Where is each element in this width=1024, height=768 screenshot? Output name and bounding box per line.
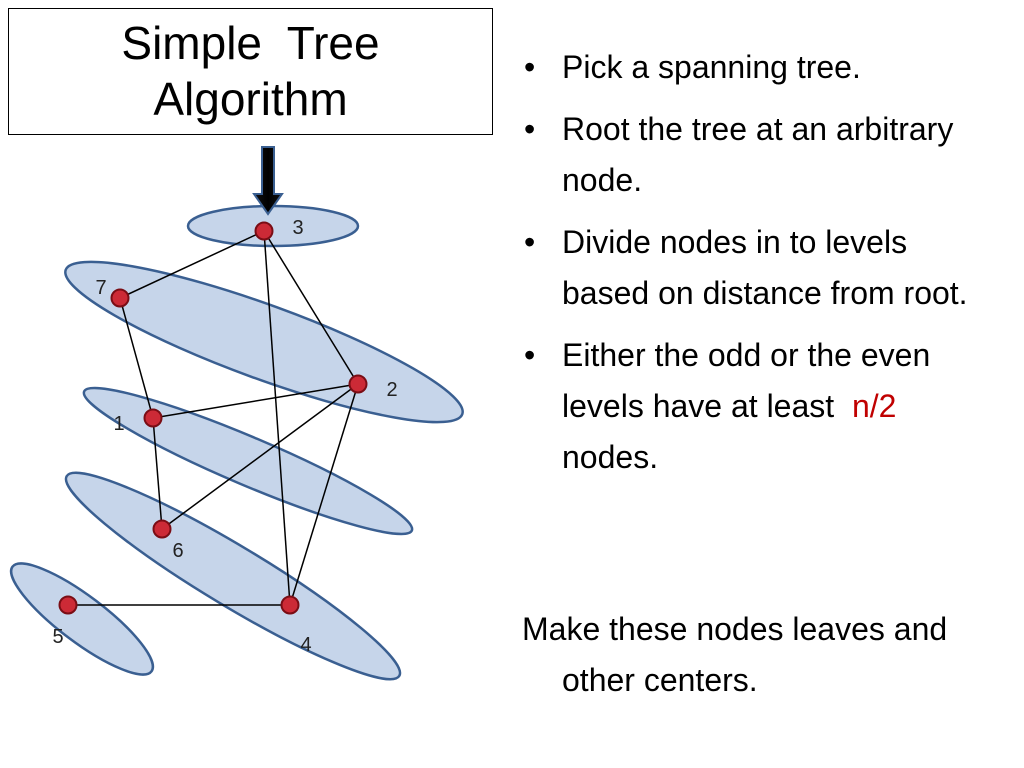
level-ellipse-5 bbox=[9, 562, 155, 676]
tree-diagram: 3 7 2 1 6 5 4 bbox=[9, 146, 464, 681]
slide-title: Simple Tree Algorithm bbox=[8, 8, 493, 135]
edge-7-1 bbox=[119, 297, 154, 419]
bullet-list: Pick a spanning tree. Root the tree at a… bbox=[522, 42, 992, 494]
node-label-5: 5 bbox=[52, 626, 63, 648]
node-label-2: 2 bbox=[386, 379, 397, 401]
node-label-4: 4 bbox=[300, 634, 311, 656]
edge-3-4 bbox=[263, 230, 291, 606]
edge-2-4 bbox=[289, 383, 359, 606]
node-6 bbox=[152, 519, 172, 539]
node-7 bbox=[110, 288, 130, 308]
node-labels: 3 7 2 1 6 5 4 bbox=[52, 217, 397, 656]
n-half-highlight: n/2 bbox=[851, 388, 897, 424]
root-pointer-arrow bbox=[252, 146, 284, 216]
level-ellipses bbox=[9, 204, 464, 681]
edge-3-7 bbox=[119, 230, 265, 299]
graph-nodes bbox=[58, 221, 368, 615]
edge-2-6 bbox=[161, 383, 359, 530]
node-3 bbox=[254, 221, 274, 241]
edge-1-2 bbox=[152, 383, 359, 419]
node-1 bbox=[143, 408, 163, 428]
bullet-item: Pick a spanning tree. bbox=[522, 42, 992, 93]
level-ellipse-3 bbox=[186, 204, 360, 248]
level-ellipse-1 bbox=[82, 386, 414, 536]
node-4 bbox=[280, 595, 300, 615]
bullet-item: Root the tree at an arbitrary node. bbox=[522, 104, 992, 206]
title-line-1: Simple Tree bbox=[121, 17, 380, 70]
title-line-2: Algorithm bbox=[153, 72, 348, 125]
edge-3-2 bbox=[263, 230, 359, 385]
node-2 bbox=[348, 374, 368, 394]
closing-statement: Make these nodes leaves and other center… bbox=[522, 611, 948, 698]
bullet-item: Either the odd or the even levels have a… bbox=[522, 330, 992, 483]
bullet-item: Divide nodes in to levels based on dista… bbox=[522, 217, 992, 319]
level-ellipse-6-4 bbox=[64, 471, 402, 681]
edge-1-6 bbox=[152, 417, 163, 530]
node-label-3: 3 bbox=[292, 217, 303, 239]
node-5 bbox=[58, 595, 78, 615]
node-label-7: 7 bbox=[95, 277, 106, 299]
node-label-6: 6 bbox=[172, 540, 183, 562]
node-label-1: 1 bbox=[113, 413, 124, 435]
graph-edges bbox=[68, 230, 359, 606]
